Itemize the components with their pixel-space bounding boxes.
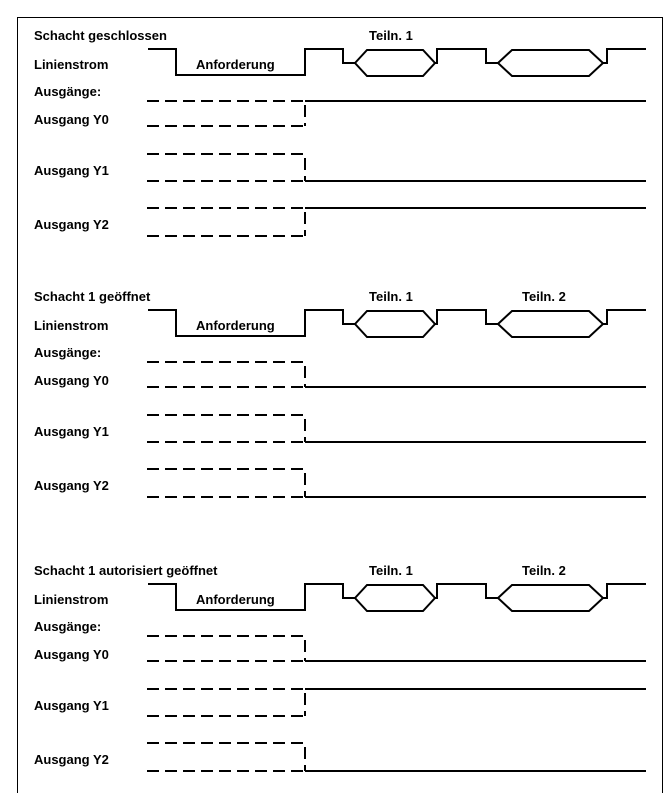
section-title: Schacht geschlossen [34,28,167,43]
output-label: Ausgang Y1 [34,698,109,713]
line-current-waveform [148,309,646,338]
output-label: Ausgang Y0 [34,647,109,662]
output-undefined-high [147,635,306,661]
participant-2-label: Teiln. 2 [522,289,566,304]
participant-1-label: Teiln. 1 [369,289,413,304]
output-undefined-high [147,468,306,497]
output-undefined-high [147,207,306,236]
output-undefined-high [147,414,306,442]
line-current-label: Linienstrom [34,318,108,333]
line-current-label: Linienstrom [34,57,108,72]
output-label: Ausgang Y2 [34,478,109,493]
diagram-frame [17,17,663,793]
outputs-label: Ausgänge: [34,619,101,634]
output-undefined-high [147,361,306,387]
output-label: Ausgang Y1 [34,163,109,178]
output-undefined-high [147,742,306,771]
output-label: Ausgang Y1 [34,424,109,439]
output-label: Ausgang Y0 [34,112,109,127]
participant-1-label: Teiln. 1 [369,28,413,43]
output-undefined-high [147,153,306,181]
line-current-label: Linienstrom [34,592,108,607]
line-current-waveform [148,583,646,612]
output-label: Ausgang Y2 [34,752,109,767]
section-title: Schacht 1 autorisiert geöffnet [34,563,218,578]
line-current-waveform [148,48,646,77]
output-label: Ausgang Y0 [34,373,109,388]
request-label: Anforderung [196,318,275,333]
request-label: Anforderung [196,57,275,72]
output-undefined-high [147,688,306,716]
section-title: Schacht 1 geöffnet [34,289,151,304]
participant-2-label: Teiln. 2 [522,563,566,578]
outputs-label: Ausgänge: [34,345,101,360]
request-label: Anforderung [196,592,275,607]
output-label: Ausgang Y2 [34,217,109,232]
participant-1-label: Teiln. 1 [369,563,413,578]
output-undefined-high [147,100,306,126]
outputs-label: Ausgänge: [34,84,101,99]
